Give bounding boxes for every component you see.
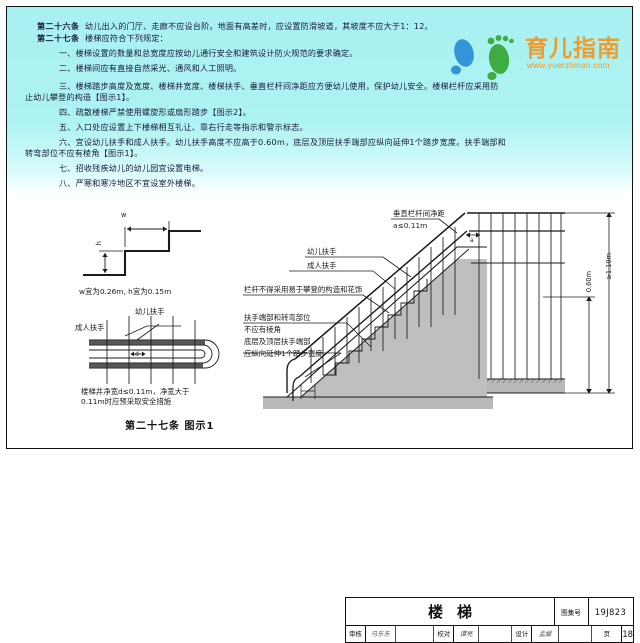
- title-block: 楼梯 图集号 19J823 审核 马东东 校对 谭亮 设计 孟媛 页 18: [345, 597, 634, 643]
- clause-text-band: 第二十六条 幼儿出入的门厅、走廊不应设台阶。地面有高差时，应设置防滑坡道，其坡度…: [7, 7, 632, 195]
- drawing-sheet: 第二十六条 幼儿出入的门厅、走廊不应设台阶。地面有高差时，应设置防滑坡道，其坡度…: [6, 6, 634, 643]
- check-handwritten-sign: [479, 625, 513, 642]
- clause-26-number: 第二十六条: [37, 21, 80, 31]
- dim-child-handrail-height: 0.60m: [585, 271, 593, 293]
- plan-caption-line1: 楼梯井净宽d≤0.11m，净宽大于: [81, 387, 190, 396]
- clause-item-2-marker: 二、: [59, 63, 76, 73]
- clause-item-7-text: 招收残疾幼儿的幼儿园宜设置电梯。: [75, 163, 209, 173]
- check-signature: 谭亮: [454, 625, 480, 642]
- step-width-dim-label: w: [121, 211, 127, 219]
- clause-item-6: 六、宜设幼儿扶手和成人扶手。幼儿扶手高度不应高于0.60m，底层及顶层扶手端部应…: [37, 137, 618, 147]
- step-height-dim-label: h: [95, 241, 103, 246]
- clause-item-3-cont: 止幼儿攀登的构造【图示1】。: [25, 92, 618, 102]
- stairwell-plan-figure: [89, 316, 220, 384]
- clause-article-26: 第二十六条 幼儿出入的门厅、走廊不应设台阶。地面有高差时，应设置防滑坡道，其坡度…: [37, 21, 618, 31]
- clause-item-3-text: 楼梯踏步高度及宽度、楼梯井宽度、楼梯扶手、垂直栏杆间净距应方便幼儿使用，保护幼儿…: [75, 81, 499, 91]
- step-profile-caption: w宜为0.26m, h宜为0.15m: [79, 287, 172, 296]
- clause-item-6-cont: 转弯部位不应有棱角【图示1】。: [25, 148, 618, 158]
- check-role-label: 校对: [434, 625, 455, 642]
- vertical-rail-gap-label: 垂直栏杆间净距: [393, 209, 445, 218]
- sheet-frame: 第二十六条 幼儿出入的门厅、走廊不应设台阶。地面有高差时，应设置防滑坡道，其坡度…: [6, 6, 634, 643]
- atlas-number-value: 19J823: [594, 606, 627, 617]
- note-no-climb-structure: 栏杆不得采用易于攀登的构造和花饰: [244, 285, 363, 294]
- clause-item-8-marker: 八、: [59, 178, 76, 188]
- clause-item-5: 五、入口处应设置上下楼梯相互礼让、靠右行走等指示和警示标志。: [37, 122, 618, 132]
- clause-item-1: 一、楼梯设置的数量和总宽度应按幼儿通行安全和建筑设计防火规范的要求确定。: [37, 48, 618, 58]
- clause-item-4-marker: 四、: [59, 107, 76, 117]
- drawing-area: w h w宜为0.26m, h宜为0.15m: [7, 195, 634, 643]
- plan-caption-line2: 0.11m时应预采取安全措施: [81, 397, 172, 406]
- design-role-label: 设计: [512, 625, 533, 642]
- sheet-label: 页: [592, 625, 623, 642]
- clause-27-text: 楼梯应符合下列规定：: [85, 33, 168, 43]
- title-block-bottom-row: 审核 马东东 校对 谭亮 设计 孟媛 页 18: [346, 625, 633, 642]
- clause-item-1-marker: 一、: [59, 48, 76, 58]
- clause-item-4: 四、疏散楼梯严禁使用螺旋形或扇形踏步【图示2】。: [37, 107, 618, 117]
- sheet-title: 楼梯: [346, 598, 555, 625]
- clause-item-6-cont-text: 转弯部位不应有棱角【图示1】。: [25, 148, 143, 158]
- sheet-number: 18: [622, 628, 633, 639]
- clause-item-6-marker: 六、: [59, 137, 76, 147]
- plan-gap-label: d: [135, 351, 139, 358]
- clause-item-1-text: 楼梯设置的数量和总宽度应按幼儿通行安全和建筑设计防火规范的要求确定。: [75, 48, 358, 58]
- review-signature: 马东东: [366, 625, 396, 642]
- dim-rail-total-height: ≥1.10m: [605, 253, 613, 280]
- note-handrail-end-corner-line1: 扶手端部和转弯部位: [244, 313, 311, 322]
- figure-caption: 第二十七条 图示1: [125, 421, 215, 432]
- review-role-label: 审核: [346, 625, 366, 642]
- plan-child-handrail-label: 幼儿扶手: [135, 307, 165, 316]
- design-signature: 孟媛: [532, 625, 559, 642]
- section-adult-handrail-label: 成人扶手: [307, 261, 337, 270]
- design-handwritten-sign: [559, 625, 593, 642]
- clause-item-3: 三、楼梯踏步高度及宽度、楼梯井宽度、楼梯扶手、垂直栏杆间净距应方便幼儿使用，保护…: [37, 81, 618, 91]
- clause-26-text: 幼儿出入的门厅、走廊不应设台阶。地面有高差时，应设置防滑坡道，其坡度不应大于1：…: [85, 21, 433, 31]
- plan-adult-handrail-label: 成人扶手: [75, 323, 105, 332]
- vertical-rail-gap-value: a≤0.11m: [393, 221, 428, 230]
- title-block-top-row: 楼梯 图集号 19J823: [346, 598, 633, 626]
- note-handrail-extend-line1: 底层及顶层扶手端部: [244, 337, 311, 346]
- review-handwritten-sign: [396, 625, 435, 642]
- clause-item-6-text: 宜设幼儿扶手和成人扶手。幼儿扶手高度不应高于0.60m，底层及顶层扶手端部应纵向…: [75, 137, 506, 147]
- clause-item-5-text: 入口处应设置上下楼梯相互礼让、靠右行走等指示和警示标志。: [75, 122, 308, 132]
- atlas-number-label: 图集号: [554, 598, 589, 625]
- stair-section-figure: [243, 212, 615, 409]
- clause-item-3-marker: 三、: [59, 81, 76, 91]
- rail-gap-letter: a: [470, 237, 474, 244]
- clause-item-7-marker: 七、: [59, 163, 76, 173]
- note-handrail-extend-line2: 应纵向延伸1个踏步宽度: [244, 349, 323, 358]
- note-handrail-end-corner-line2: 不应有棱角: [244, 325, 281, 334]
- clause-item-5-marker: 五、: [59, 122, 76, 132]
- clause-item-2-text: 楼梯间应有直接自然采光、通风和人工照明。: [75, 63, 242, 73]
- clause-item-2: 二、楼梯间应有直接自然采光、通风和人工照明。: [37, 63, 618, 73]
- step-profile-figure: [83, 221, 201, 277]
- clause-article-27: 第二十七条 楼梯应符合下列规定：: [37, 33, 618, 43]
- clause-item-8: 八、严寒和寒冷地区不宜设室外楼梯。: [37, 178, 618, 188]
- clause-item-7: 七、招收残疾幼儿的幼儿园宜设置电梯。: [37, 163, 618, 173]
- clause-item-4-text: 疏散楼梯严禁使用螺旋形或扇形踏步【图示2】。: [75, 107, 252, 117]
- clause-item-8-text: 严寒和寒冷地区不宜设室外楼梯。: [75, 178, 201, 188]
- clause-item-3-cont-text: 止幼儿攀登的构造【图示1】。: [25, 92, 135, 102]
- clause-27-number: 第二十七条: [37, 33, 80, 43]
- section-child-handrail-label: 幼儿扶手: [307, 247, 337, 256]
